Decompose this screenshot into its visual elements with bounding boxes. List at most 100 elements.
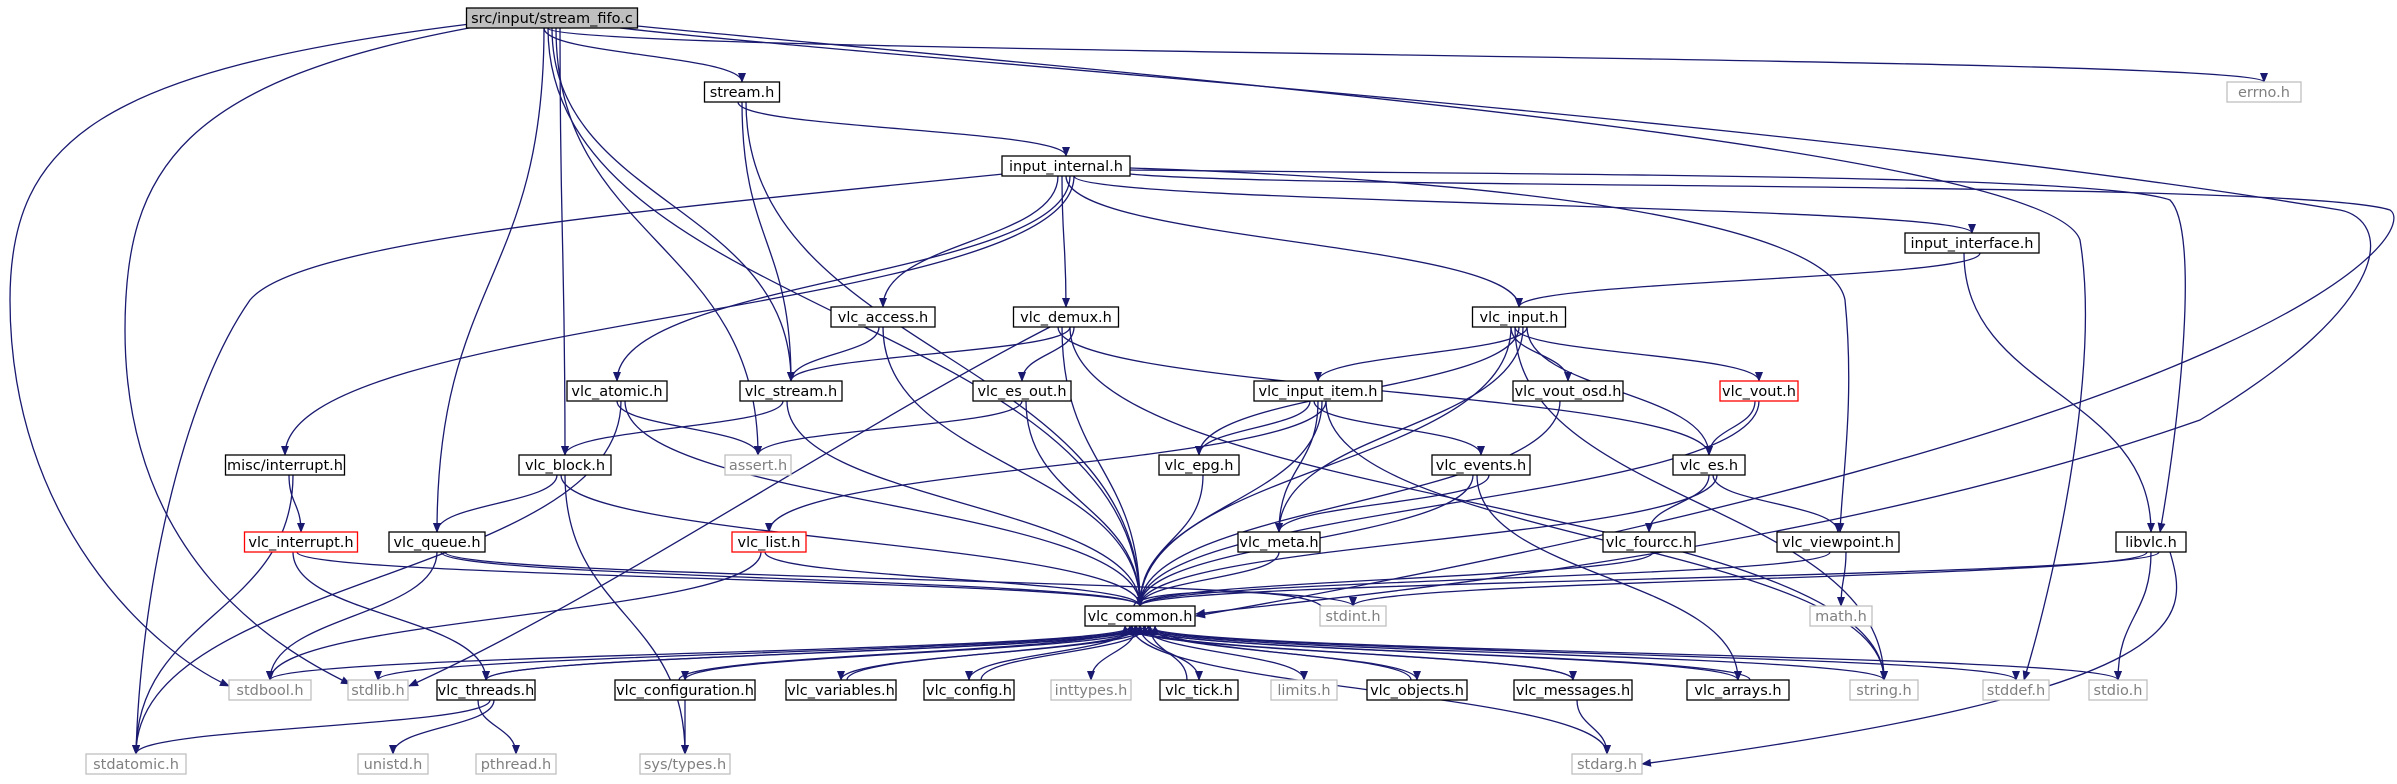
- node-vlc-events-h[interactable]: vlc_events.h: [1431, 454, 1531, 476]
- node-stdio-h: stdio.h: [2088, 679, 2148, 701]
- node-box: [1672, 454, 1746, 476]
- node-vlc-block-h[interactable]: vlc_block.h: [518, 454, 612, 476]
- node-misc-interrupt-h[interactable]: misc/interrupt.h: [224, 454, 346, 476]
- node-vlc-threads-h[interactable]: vlc_threads.h: [436, 679, 536, 701]
- node-label: inttypes.h: [1055, 683, 1128, 699]
- node-box: [1571, 753, 1643, 775]
- node-box: [639, 753, 731, 775]
- node-label: stdatomic.h: [93, 757, 179, 773]
- node-box: [2115, 531, 2187, 553]
- node-box: [1012, 306, 1120, 328]
- edge-vlc_demux_h-to-vlc_es_h: [1057, 326, 1713, 456]
- edge-vlc_messages_h-to-vlc_common_h: [1121, 625, 1574, 681]
- edge-vlc_queue_h-to-stdbool_h: [266, 551, 438, 681]
- node-vlc-config-h[interactable]: vlc_config.h: [923, 679, 1015, 701]
- node-label: libvlc.h: [2125, 535, 2177, 551]
- node-vlc-es-out-h[interactable]: vlc_es_out.h: [972, 380, 1072, 402]
- edge-vlc_block_h-to-sys_types_h: [564, 474, 689, 755]
- edge-vlc_threads_h-to-stdatomic_h: [132, 699, 491, 755]
- edge-vlc_fourcc_h-to-vlc_common_h: [1136, 551, 1654, 607]
- node-box: [1471, 306, 1567, 328]
- node-box: [731, 531, 807, 553]
- node-label: vlc_es.h: [1680, 458, 1738, 474]
- node-pthread-h: pthread.h: [475, 753, 557, 775]
- node-vlc-viewpoint-h[interactable]: vlc_viewpoint.h: [1776, 531, 1900, 553]
- node-input-interface-h[interactable]: input_interface.h: [1904, 232, 2040, 254]
- edge-stream_h-to-vlc_common_h: [745, 101, 1144, 607]
- edge-vlc_variables_h-to-vlc_common_h: [846, 625, 1144, 681]
- node-label: vlc_epg.h: [1165, 458, 1234, 474]
- node-math-h: math.h: [1809, 605, 1873, 627]
- node-label: math.h: [1815, 609, 1867, 625]
- edge-vlc_es_out_h-to-vlc_common_h: [1025, 400, 1144, 607]
- node-stream-fifo-c[interactable]: src/input/stream_fifo.c: [465, 7, 639, 29]
- edge-vlc_es_h-to-vlc_common_h: [1136, 474, 1718, 607]
- node-sys-types-h: sys/types.h: [639, 753, 731, 775]
- node-label: pthread.h: [481, 757, 552, 773]
- edge-stream_fifo_c-to-vlc_queue_h: [433, 27, 545, 533]
- node-label: vlc_vout_osd.h: [1515, 384, 1622, 400]
- node-vlc-queue-h[interactable]: vlc_queue.h: [388, 531, 486, 553]
- node-vlc-meta-h[interactable]: vlc_meta.h: [1237, 531, 1321, 553]
- node-box: [1602, 531, 1696, 553]
- edge-input_internal_h-to-vlc_atomic_h: [613, 175, 1071, 382]
- node-label: vlc_es_out.h: [977, 384, 1066, 400]
- node-vlc-stream-h[interactable]: vlc_stream.h: [739, 380, 843, 402]
- node-stream-h[interactable]: stream.h: [703, 81, 781, 103]
- edge-vlc_input_h-to-vlc_input_item_h: [1314, 326, 1528, 382]
- node-vlc-vout-h[interactable]: vlc_vout.h: [1719, 380, 1799, 402]
- node-label: vlc_input_item.h: [1259, 384, 1378, 400]
- edge-vlc_input_h-to-vlc_common_h: [1136, 326, 1512, 607]
- edge-vlc_messages_h-to-stdarg_h: [1576, 699, 1611, 755]
- node-label: stdlib.h: [351, 683, 405, 699]
- node-vlc-configuration-h[interactable]: vlc_configuration.h: [614, 679, 756, 701]
- node-box: [243, 531, 359, 553]
- edge-input_interface_h-to-libvlc_h: [1963, 252, 2155, 533]
- node-vlc-objects-h[interactable]: vlc_objects.h: [1366, 679, 1468, 701]
- node-input-internal-h[interactable]: input_internal.h: [1001, 155, 1131, 177]
- node-box: [830, 306, 936, 328]
- node-label: vlc_block.h: [525, 458, 605, 474]
- node-vlc-fourcc-h[interactable]: vlc_fourcc.h: [1602, 531, 1696, 553]
- node-vlc-messages-h[interactable]: vlc_messages.h: [1513, 679, 1633, 701]
- node-vlc-arrays-h[interactable]: vlc_arrays.h: [1686, 679, 1790, 701]
- node-vlc-demux-h[interactable]: vlc_demux.h: [1012, 306, 1120, 328]
- node-vlc-tick-h[interactable]: vlc_tick.h: [1159, 679, 1239, 701]
- node-box: [388, 531, 486, 553]
- edge-vlc_demux_h-to-vlc_stream_h: [787, 326, 1071, 382]
- node-vlc-common-h[interactable]: vlc_common.h: [1084, 605, 1196, 627]
- node-vlc-es-h[interactable]: vlc_es.h: [1672, 454, 1746, 476]
- node-box: [1253, 380, 1383, 402]
- edge-vlc_meta_h-to-vlc_common_h: [1136, 551, 1280, 607]
- node-label: sys/types.h: [644, 757, 726, 773]
- node-vlc-atomic-h[interactable]: vlc_atomic.h: [566, 380, 668, 402]
- node-vlc-variables-h[interactable]: vlc_variables.h: [785, 679, 897, 701]
- edge-vlc_demux_h-to-vlc_common_h: [1061, 326, 1144, 607]
- node-box: [923, 679, 1015, 701]
- node-label: input_interface.h: [1910, 236, 2033, 252]
- node-box: [1237, 531, 1321, 553]
- edge-vlc_vout_h-to-vlc_es_h: [1705, 400, 1756, 456]
- edge-vlc_stream_h-to-vlc_block_h: [561, 400, 784, 456]
- node-vlc-epg-h[interactable]: vlc_epg.h: [1158, 454, 1240, 476]
- node-label: vlc_atomic.h: [571, 384, 662, 400]
- edge-libvlc_h-to-stdarg_h: [1641, 551, 2178, 767]
- node-vlc-access-h[interactable]: vlc_access.h: [830, 306, 936, 328]
- edge-vlc_es_h-to-vlc_viewpoint_h: [1712, 474, 1842, 533]
- edge-stream_fifo_c-to-stddef_h: [636, 25, 2086, 681]
- edge-vlc_list_h-to-stdbool_h: [266, 551, 762, 681]
- node-label: vlc_tick.h: [1165, 683, 1233, 699]
- dependency-edges: [9, 23, 2395, 767]
- edge-vlc_demux_h-to-string_h: [1069, 326, 1888, 681]
- node-vlc-input-item-h[interactable]: vlc_input_item.h: [1253, 380, 1383, 402]
- edge-misc_interrupt_h-to-vlc_interrupt_h: [288, 474, 305, 533]
- edge-vlc_events_h-to-vlc_arrays_h: [1476, 474, 1742, 681]
- node-libvlc-h[interactable]: libvlc.h: [2115, 531, 2187, 553]
- node-vlc-interrupt-h[interactable]: vlc_interrupt.h: [243, 531, 359, 553]
- node-vlc-list-h[interactable]: vlc_list.h: [731, 531, 807, 553]
- node-vlc-input-h[interactable]: vlc_input.h: [1471, 306, 1567, 328]
- edge-vlc_common_h-to-string_h: [1139, 625, 1888, 681]
- edge-vlc_access_h-to-vlc_common_h: [882, 326, 1144, 607]
- node-vlc-vout-osd-h[interactable]: vlc_vout_osd.h: [1512, 380, 1624, 402]
